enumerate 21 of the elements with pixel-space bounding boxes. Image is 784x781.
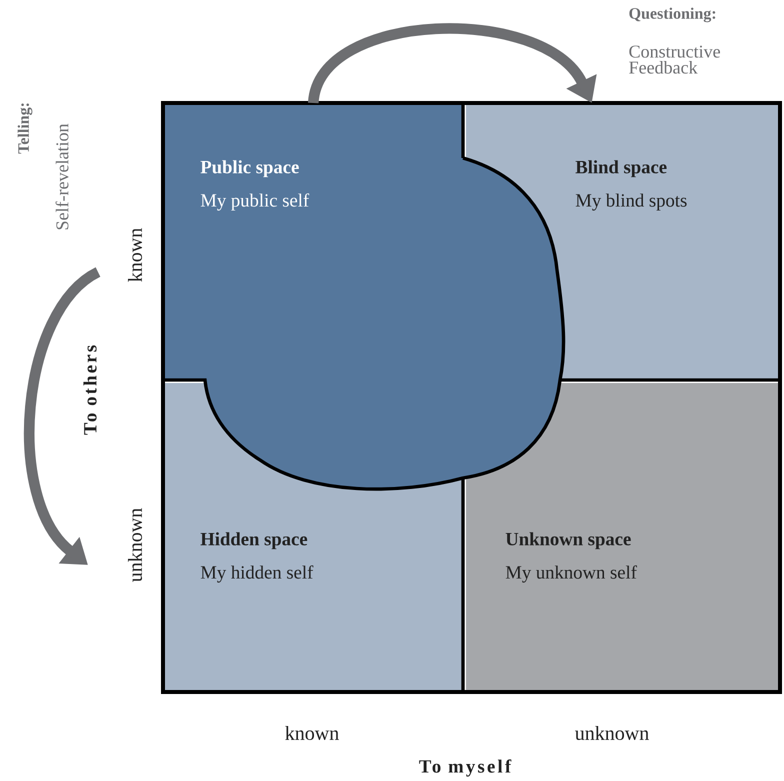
annotation-text: Self-revelation — [56, 124, 68, 230]
axis-value-label: unknown — [128, 508, 142, 582]
axis-title: To others — [83, 345, 97, 435]
quadrant-description: My unknown self — [506, 565, 637, 583]
annotation-heading: Telling: — [18, 103, 32, 154]
annotation-text: Constructive Feedback — [629, 46, 720, 74]
quadrant-heading: Blind space — [576, 160, 667, 178]
axis-title: To myself — [419, 759, 512, 777]
unknown-space-region — [466, 383, 780, 692]
quadrant-description: My hidden self — [200, 565, 314, 583]
axis-value-label: known — [128, 228, 142, 282]
quadrant-heading: Public space — [200, 160, 299, 178]
annotation-heading: Questioning: — [629, 8, 716, 22]
curved-arrow — [308, 24, 597, 104]
axis-value-label: unknown — [575, 726, 649, 740]
quadrant-description: My blind spots — [576, 194, 687, 211]
public-space-region — [163, 103, 566, 491]
quadrant-description: My public self — [200, 193, 310, 211]
axis-value-label: known — [285, 726, 339, 740]
quadrant-heading: Unknown space — [506, 532, 631, 550]
quadrant-heading: Hidden space — [200, 532, 308, 550]
